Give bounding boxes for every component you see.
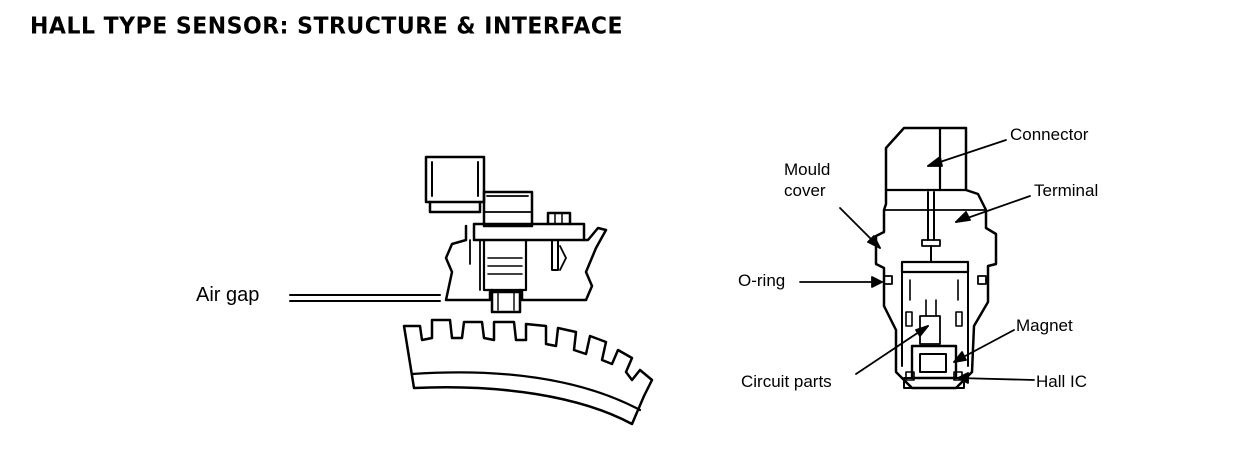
mounted-sensor-drawing: [289, 155, 654, 426]
mounting-flange: [472, 222, 586, 242]
hall-ic: [919, 353, 947, 373]
leader-arrows: [799, 139, 1035, 384]
sensor-connector-head: [424, 155, 486, 204]
terminal-pin: [927, 191, 935, 241]
magnet: [910, 344, 958, 380]
sensor-housing: [444, 224, 608, 302]
o-ring: [883, 275, 893, 285]
terminal-label: Terminal: [1034, 181, 1099, 200]
magnet-label: Magnet: [1016, 316, 1073, 335]
hall-ic-label: Hall IC: [1036, 372, 1088, 391]
mould-cover-label: Mould cover: [784, 159, 830, 201]
circuit-parts-label: Circuit parts: [741, 372, 832, 391]
o-ring-label: O-ring: [738, 271, 786, 290]
connector-housing: [874, 126, 998, 390]
mould-cover-label-line2: cover: [784, 181, 826, 200]
tone-wheel: [402, 318, 654, 426]
connector-label: Connector: [1010, 125, 1089, 144]
page-title: HALL TYPE SENSOR: STRUCTURE & INTERFACE: [30, 13, 624, 40]
air-gap-indicator: [289, 294, 441, 302]
air-gap-label: Air gap: [196, 284, 260, 306]
mould-cover-label-line1: Mould: [784, 160, 831, 179]
